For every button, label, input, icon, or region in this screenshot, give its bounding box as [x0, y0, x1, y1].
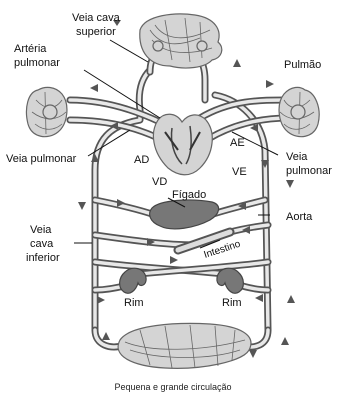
label-arteria-pulmonar-line2: pulmonar: [14, 57, 60, 69]
label-ve: VE: [232, 166, 247, 178]
label-rim-left: Rim: [124, 297, 144, 309]
label-veia-cava-inferior-line3: inferior: [26, 252, 60, 264]
label-veia-pulmonar-right-line2: pulmonar: [286, 165, 332, 177]
heart-icon: [153, 114, 212, 175]
liver-icon: [150, 200, 219, 229]
kidney-right-icon: [217, 268, 243, 293]
label-veia-cava-superior-line1: Veia cava: [72, 12, 121, 24]
body-capillaries-icon: [118, 323, 251, 368]
label-veia-pulmonar-left: Veia pulmonar: [6, 153, 77, 165]
head-capillaries-icon: [140, 14, 222, 68]
lung-left-icon: [26, 87, 66, 136]
label-veia-cava-superior-line2: superior: [76, 26, 116, 38]
caption: Pequena e grande circulação: [114, 382, 231, 392]
label-ad: AD: [134, 154, 149, 166]
label-pulmao: Pulmão: [284, 59, 321, 71]
label-ae: AE: [230, 137, 245, 149]
kidney-left-icon: [120, 268, 146, 293]
label-vd: VD: [152, 176, 167, 188]
label-figado: Fígado: [172, 189, 206, 201]
label-veia-pulmonar-right-line1: Veia: [286, 151, 308, 163]
label-veia-cava-inferior-line2: cava: [30, 238, 54, 250]
label-rim-right: Rim: [222, 297, 242, 309]
lung-right-icon: [279, 87, 319, 136]
label-arteria-pulmonar-line1: Artéria: [14, 43, 47, 55]
label-veia-cava-inferior-line1: Veia: [30, 224, 52, 236]
label-aorta: Aorta: [286, 211, 313, 223]
